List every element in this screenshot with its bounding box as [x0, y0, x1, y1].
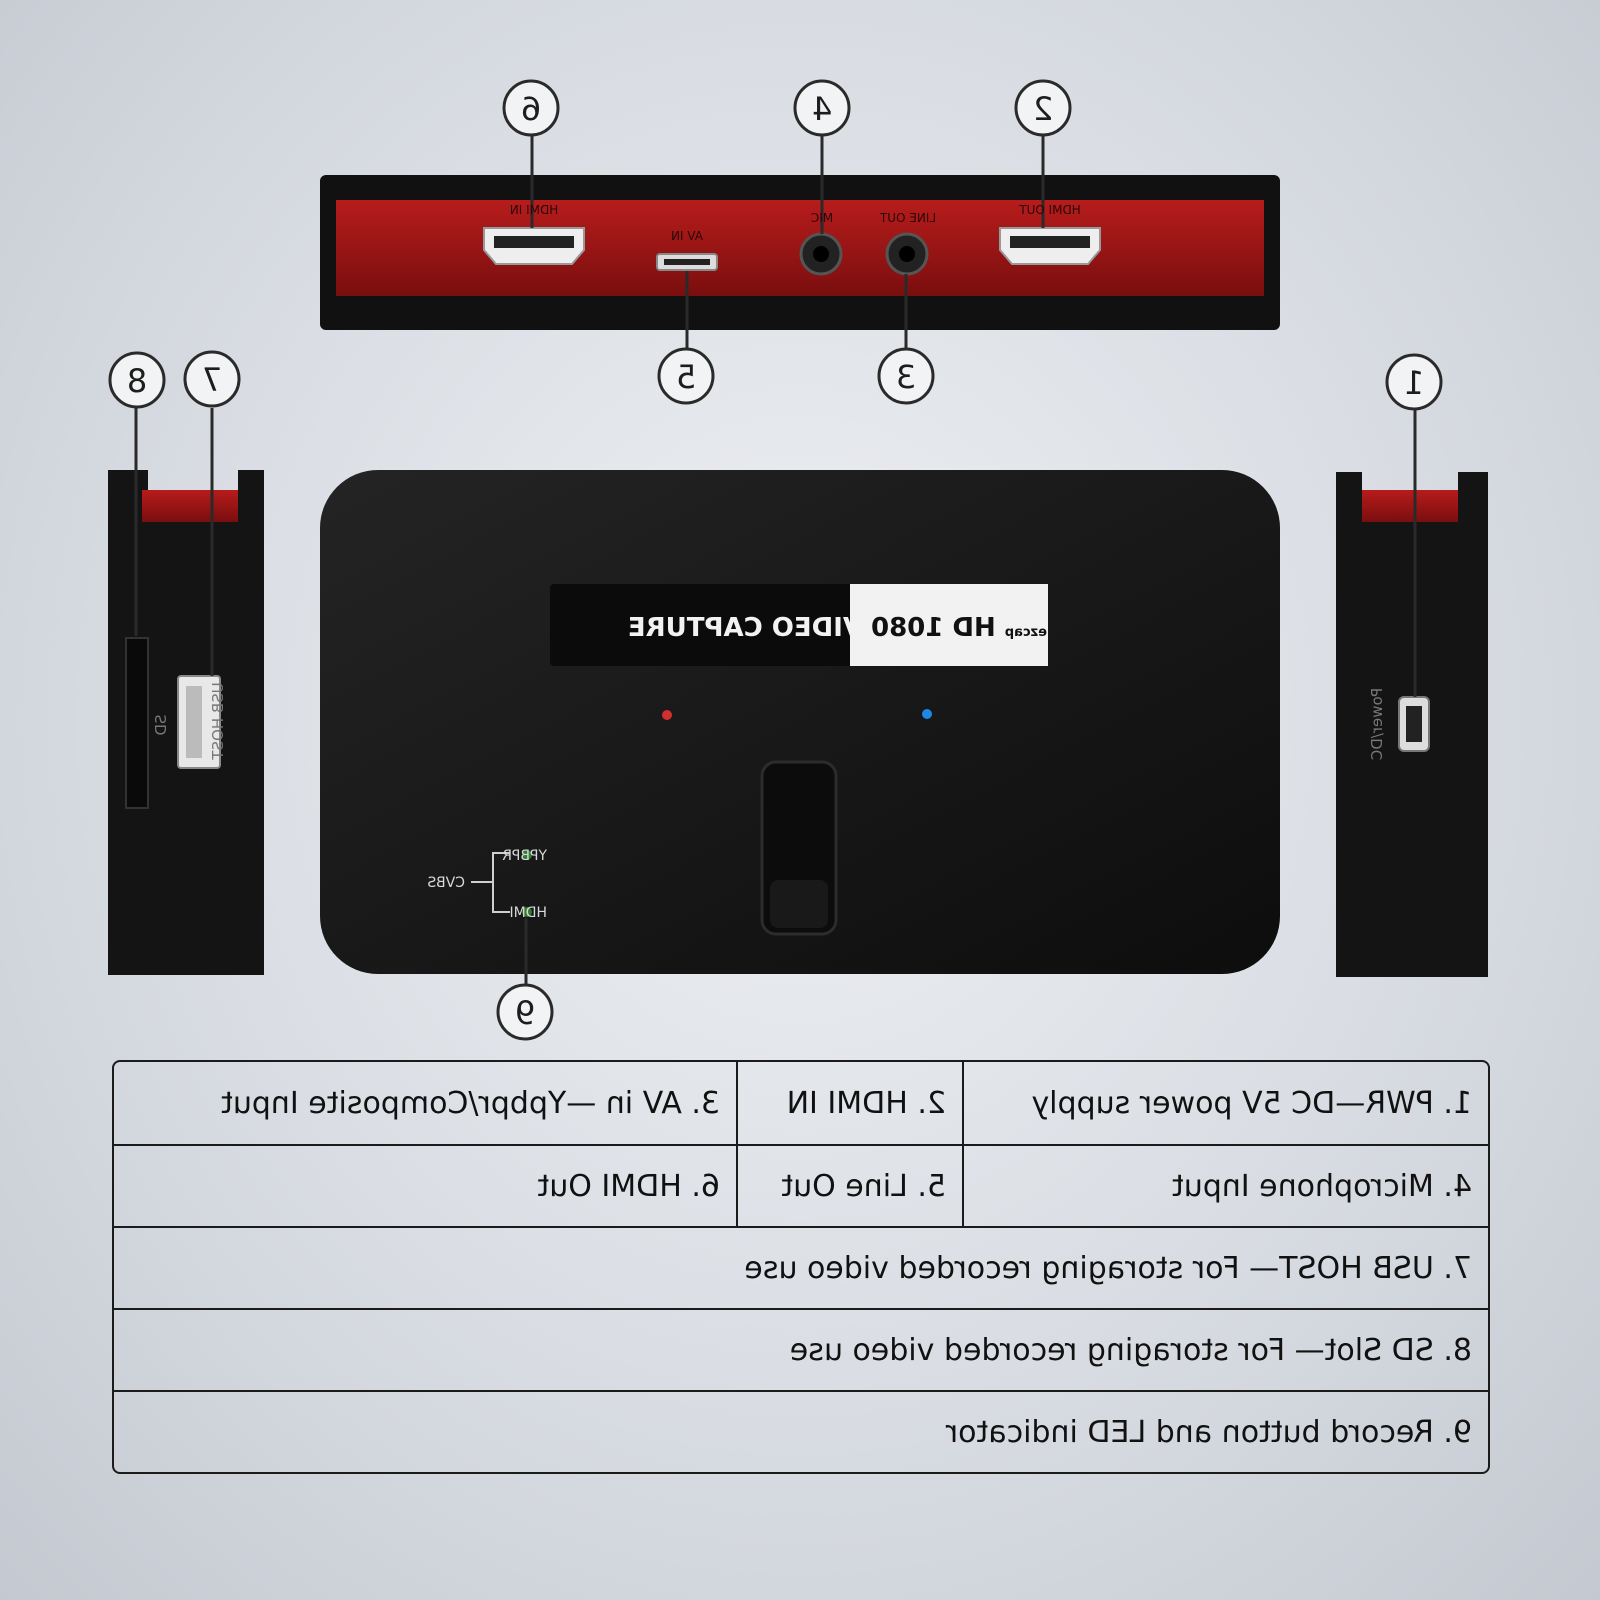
- callout-1: 1: [1404, 364, 1424, 402]
- callout-3: 3: [896, 358, 916, 396]
- callout-7: 7: [202, 361, 222, 399]
- hdmi-port-left: [483, 227, 585, 265]
- product-name: ezcap HD 1080 VIDEO CAPTURE: [628, 613, 1047, 643]
- led-hdmi: [522, 907, 532, 917]
- callout-circle-7: [183, 350, 241, 408]
- left-side-panel: [108, 470, 264, 975]
- callout-circles: [108, 79, 1443, 1041]
- table-row: 7. USB HOST— For storaging recorded vide…: [114, 1226, 1488, 1308]
- status-led-blue: [922, 709, 932, 719]
- product-vc: VIDEO CAPTURE: [628, 613, 863, 643]
- callout-circle-4: [793, 79, 851, 137]
- callout-2: 2: [1033, 90, 1053, 128]
- label-line-out: LINE OUT: [879, 211, 936, 225]
- sd-slot: [125, 637, 149, 809]
- right-side-panel: [1336, 472, 1488, 977]
- callout-6: 6: [521, 90, 541, 128]
- spec-cell-4: 4. Microphone Input: [1172, 1168, 1472, 1204]
- label-av-in: AV IN: [671, 229, 703, 243]
- spec-cell-5: 5. Line Out: [738, 1146, 964, 1226]
- brand-mark: ezcap: [1005, 625, 1047, 640]
- label-hdmi-out: HDMI OUT: [1019, 203, 1081, 217]
- callout-circle-3: [877, 347, 935, 405]
- table-row: 8. SD Slot— For storaging recorded video…: [114, 1308, 1488, 1390]
- label-power: Power/DC: [1368, 688, 1386, 760]
- callout-8: 8: [127, 362, 147, 400]
- record-led-red: [662, 710, 672, 720]
- leader-lines: [134, 135, 1417, 985]
- callout-circle-6: [502, 79, 560, 137]
- rear-port-panel: [320, 175, 1280, 330]
- callout-5: 5: [676, 358, 696, 396]
- device-body: [320, 470, 1280, 974]
- spec-cell-9: 9. Record button and LED indicator: [945, 1414, 1472, 1450]
- label-usb-host: USB HOST: [209, 682, 227, 760]
- callout-circle-2: [1014, 79, 1072, 137]
- table-row: 4. Microphone Input 5. Line Out 6. HDMI …: [114, 1144, 1488, 1226]
- spec-cell-3: 3. AV in —Ypbpr/Composite Input: [114, 1062, 738, 1144]
- callout-4: 4: [812, 90, 832, 128]
- spec-cell-7: 7. USB HOST— For storaging recorded vide…: [744, 1250, 1472, 1286]
- label-cvbs: CVBS: [427, 875, 465, 891]
- table-row: 1. PWR—DC 5V power supply 2. HDMI IN 3. …: [114, 1062, 1488, 1144]
- label-hdmi-led: HDMI: [509, 905, 547, 921]
- spec-cell-6: 6. HDMI Out: [114, 1146, 738, 1226]
- spec-cell-8: 8. SD Slot— For storaging recorded video…: [789, 1332, 1472, 1368]
- callout-9: 9: [515, 994, 535, 1032]
- callout-circle-9: [496, 983, 554, 1041]
- spec-cell-2: 2. HDMI IN: [738, 1062, 964, 1144]
- callout-circle-1: [1385, 353, 1443, 411]
- hdmi-port-right: [999, 227, 1101, 265]
- av-in-port: [656, 253, 718, 271]
- callout-circle-5: [657, 347, 715, 405]
- record-button[interactable]: [760, 760, 838, 936]
- power-port: [1398, 696, 1430, 752]
- label-ypbpr: YPBPR: [502, 848, 548, 864]
- table-row: 9. Record button and LED indicator: [114, 1390, 1488, 1472]
- label-hdmi-in: HDMI IN: [510, 203, 559, 217]
- callout-circle-8: [108, 351, 166, 409]
- label-mic: MIC: [811, 211, 833, 225]
- spec-table: 1. PWR—DC 5V power supply 2. HDMI IN 3. …: [112, 1060, 1490, 1474]
- label-sd: SD: [152, 714, 170, 735]
- spec-cell-1: 1. PWR—DC 5V power supply: [1031, 1085, 1472, 1121]
- led-ypbpr: [522, 850, 532, 860]
- usb-host-port: [177, 675, 221, 769]
- product-hd: HD 1080: [871, 613, 996, 643]
